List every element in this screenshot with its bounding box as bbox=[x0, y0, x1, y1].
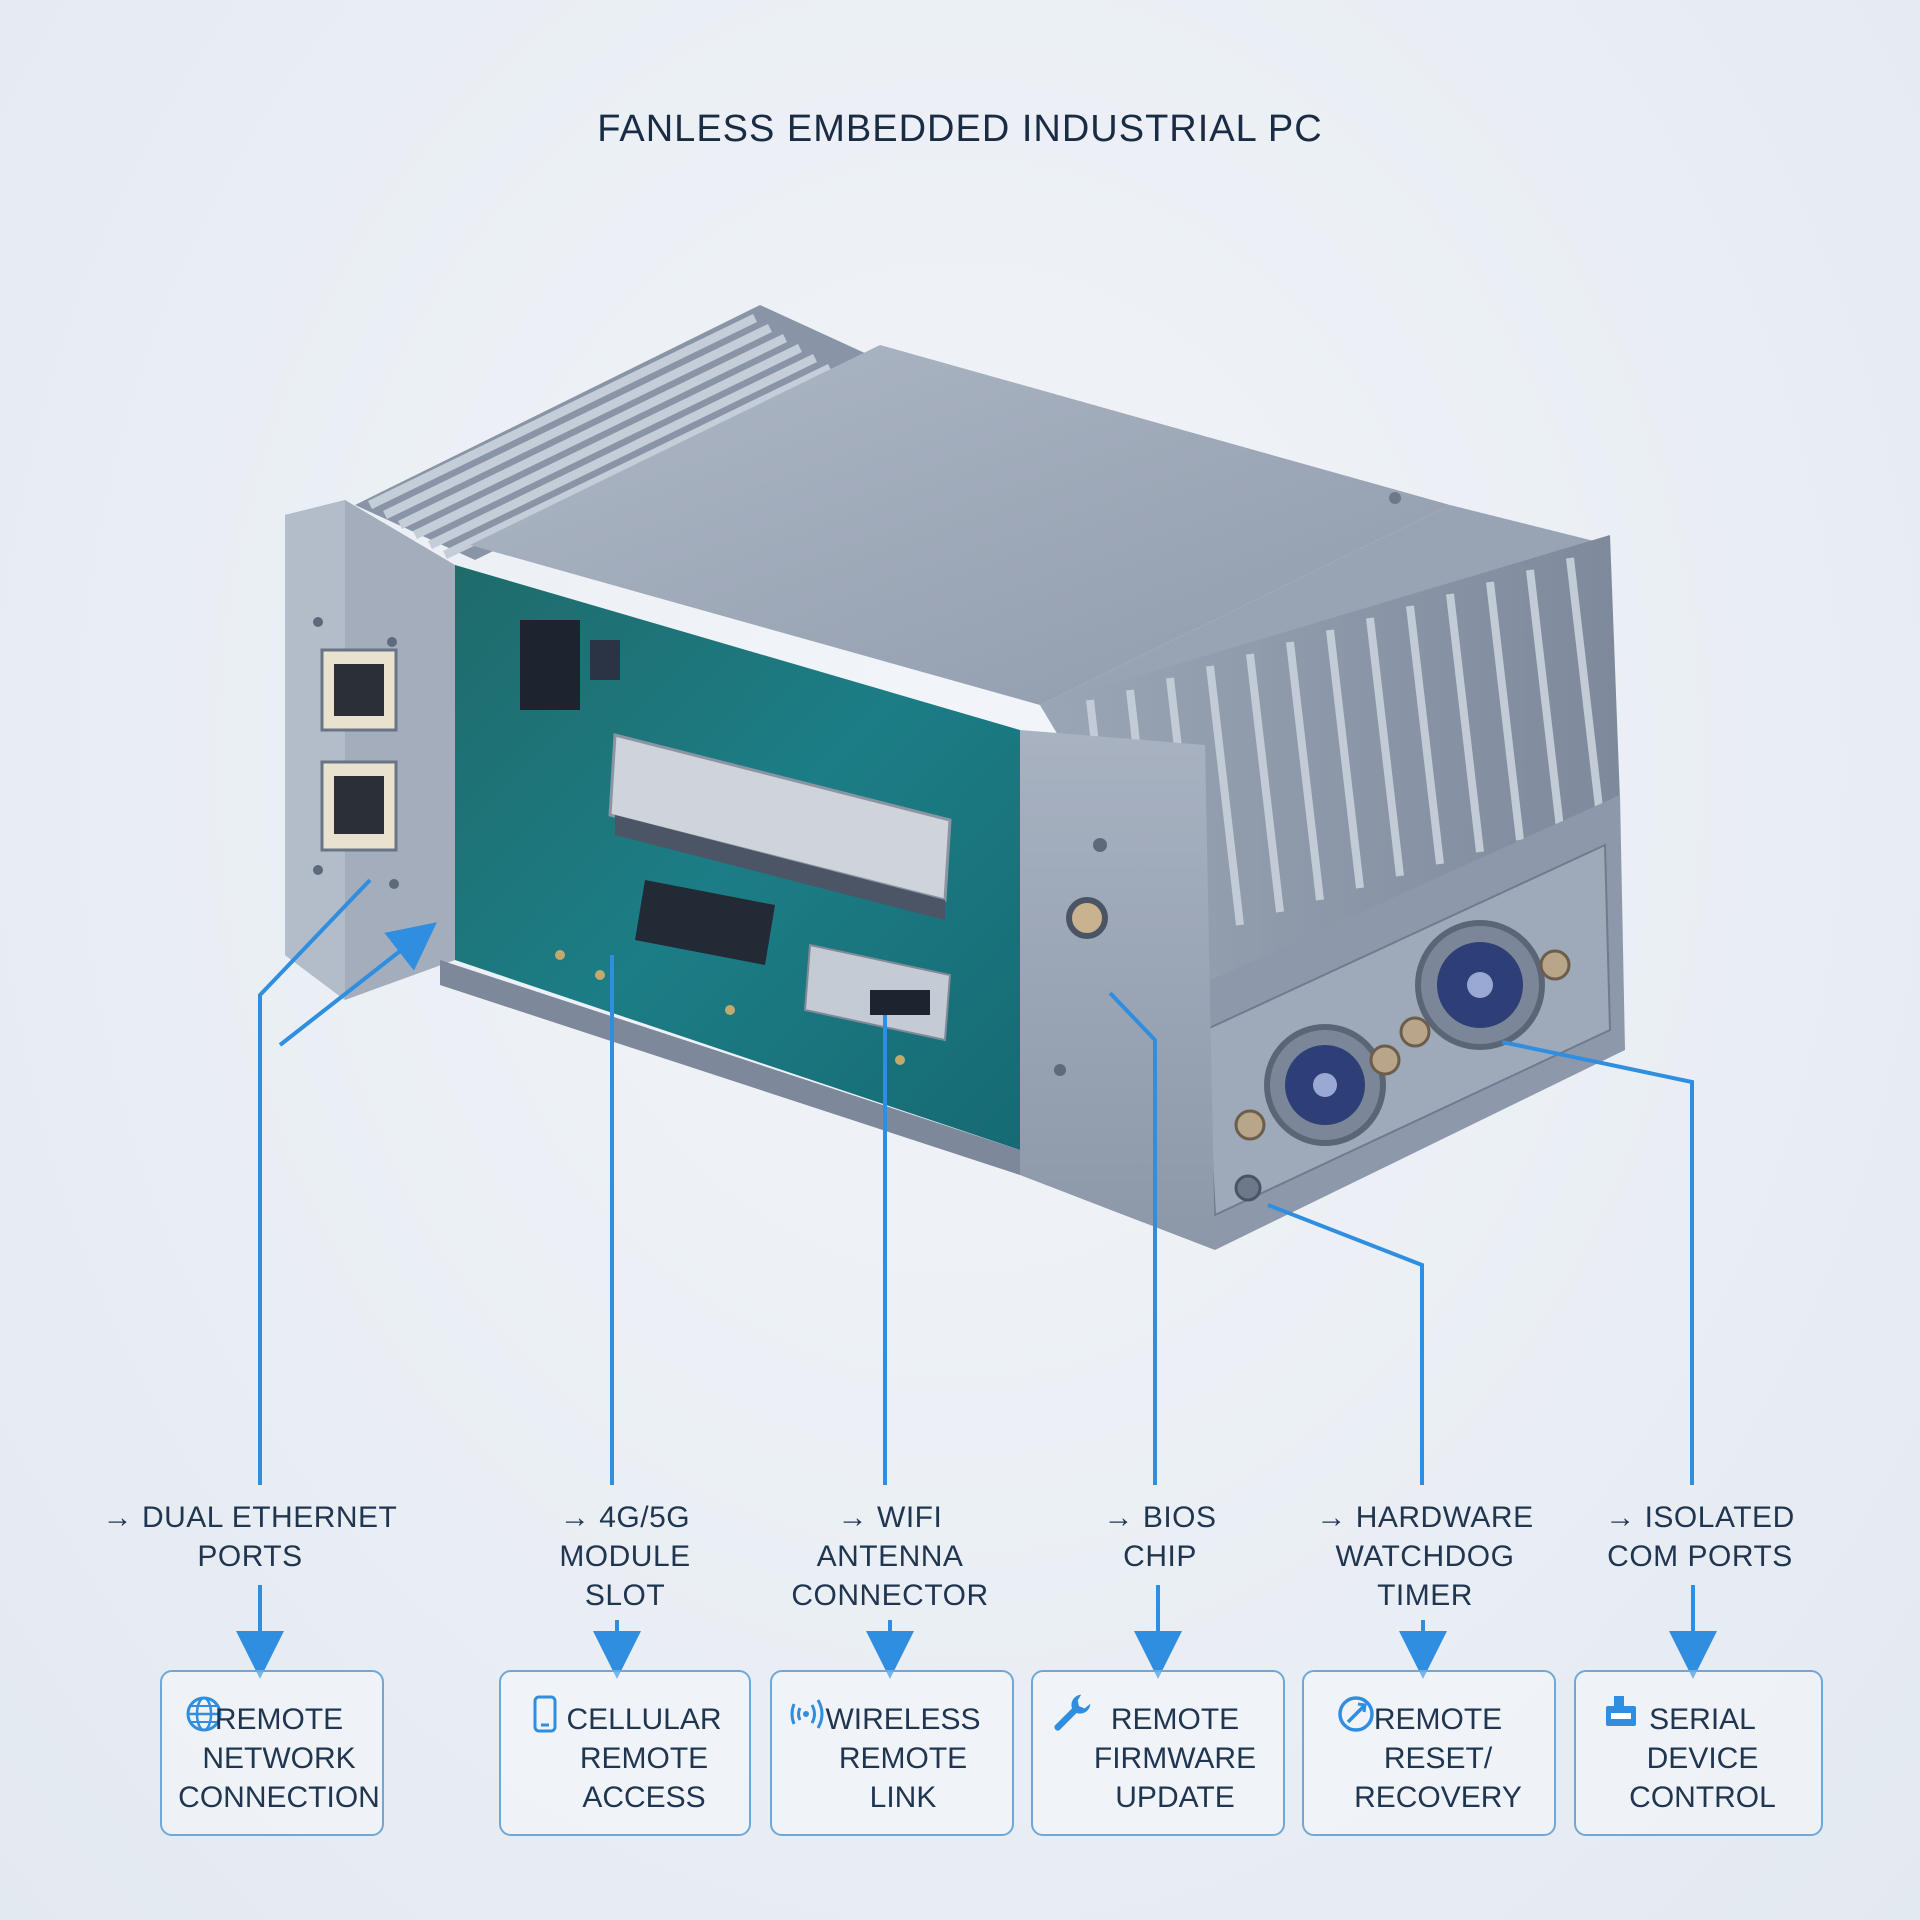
wireless-icon bbox=[790, 1699, 824, 1729]
feature-box-wifi: WIRELESS REMOTE LINK bbox=[770, 1670, 1014, 1836]
feature-text-com: SERIAL DEVICE CONTROL bbox=[1629, 1703, 1776, 1814]
feature-box-watchdog: REMOTE RESET/ RECOVERY bbox=[1302, 1670, 1556, 1836]
callout-label-cellular: → 4G/5G MODULE SLOT bbox=[559, 1501, 691, 1612]
feature-text-ethernet: REMOTE NETWORK CONNECTION bbox=[178, 1703, 380, 1814]
callout-label-bios: → BIOS CHIP bbox=[1103, 1501, 1217, 1573]
rear-cooling-fins bbox=[355, 305, 880, 560]
callout-label-wifi: → WIFI ANTENNA CONNECTOR bbox=[791, 1501, 989, 1612]
feature-text-wifi: WIRELESS REMOTE LINK bbox=[825, 1703, 981, 1814]
feature-text-bios: REMOTE FIRMWARE UPDATE bbox=[1093, 1703, 1257, 1814]
phone-icon bbox=[533, 1695, 557, 1733]
reset-icon bbox=[1338, 1696, 1374, 1732]
top-cover bbox=[470, 345, 1450, 705]
callout-label-ethernet: → DUAL ETHERNET PORTS bbox=[102, 1501, 398, 1573]
com-connector bbox=[1415, 920, 1545, 1050]
feature-text-watchdog: REMOTE RESET/ RECOVERY bbox=[1354, 1703, 1522, 1814]
motherboard bbox=[520, 620, 952, 1065]
callout-label-com: → ISOLATED COM PORTS bbox=[1605, 1501, 1795, 1573]
page-title: FANLESS EMBEDDED INDUSTRIAL PC bbox=[597, 108, 1323, 150]
wrench-icon bbox=[1054, 1694, 1091, 1731]
feature-box-ethernet: REMOTE NETWORK CONNECTION bbox=[160, 1670, 384, 1836]
com-connector bbox=[1264, 1024, 1386, 1146]
feature-box-cellular: CELLULAR REMOTE ACCESS bbox=[499, 1670, 751, 1836]
callout-label-watchdog: → HARDWARE WATCHDOG TIMER bbox=[1316, 1501, 1534, 1612]
globe-icon bbox=[186, 1696, 222, 1732]
serial-device-icon bbox=[1606, 1696, 1636, 1726]
ethernet-port bbox=[320, 760, 398, 852]
ethernet-port bbox=[320, 648, 398, 732]
front-panel bbox=[1020, 730, 1215, 1250]
feature-box-com: SERIAL DEVICE CONTROL bbox=[1574, 1670, 1823, 1836]
feature-box-bios: REMOTE FIRMWARE UPDATE bbox=[1031, 1670, 1285, 1836]
feature-text-cellular: CELLULAR REMOTE ACCESS bbox=[566, 1703, 722, 1814]
